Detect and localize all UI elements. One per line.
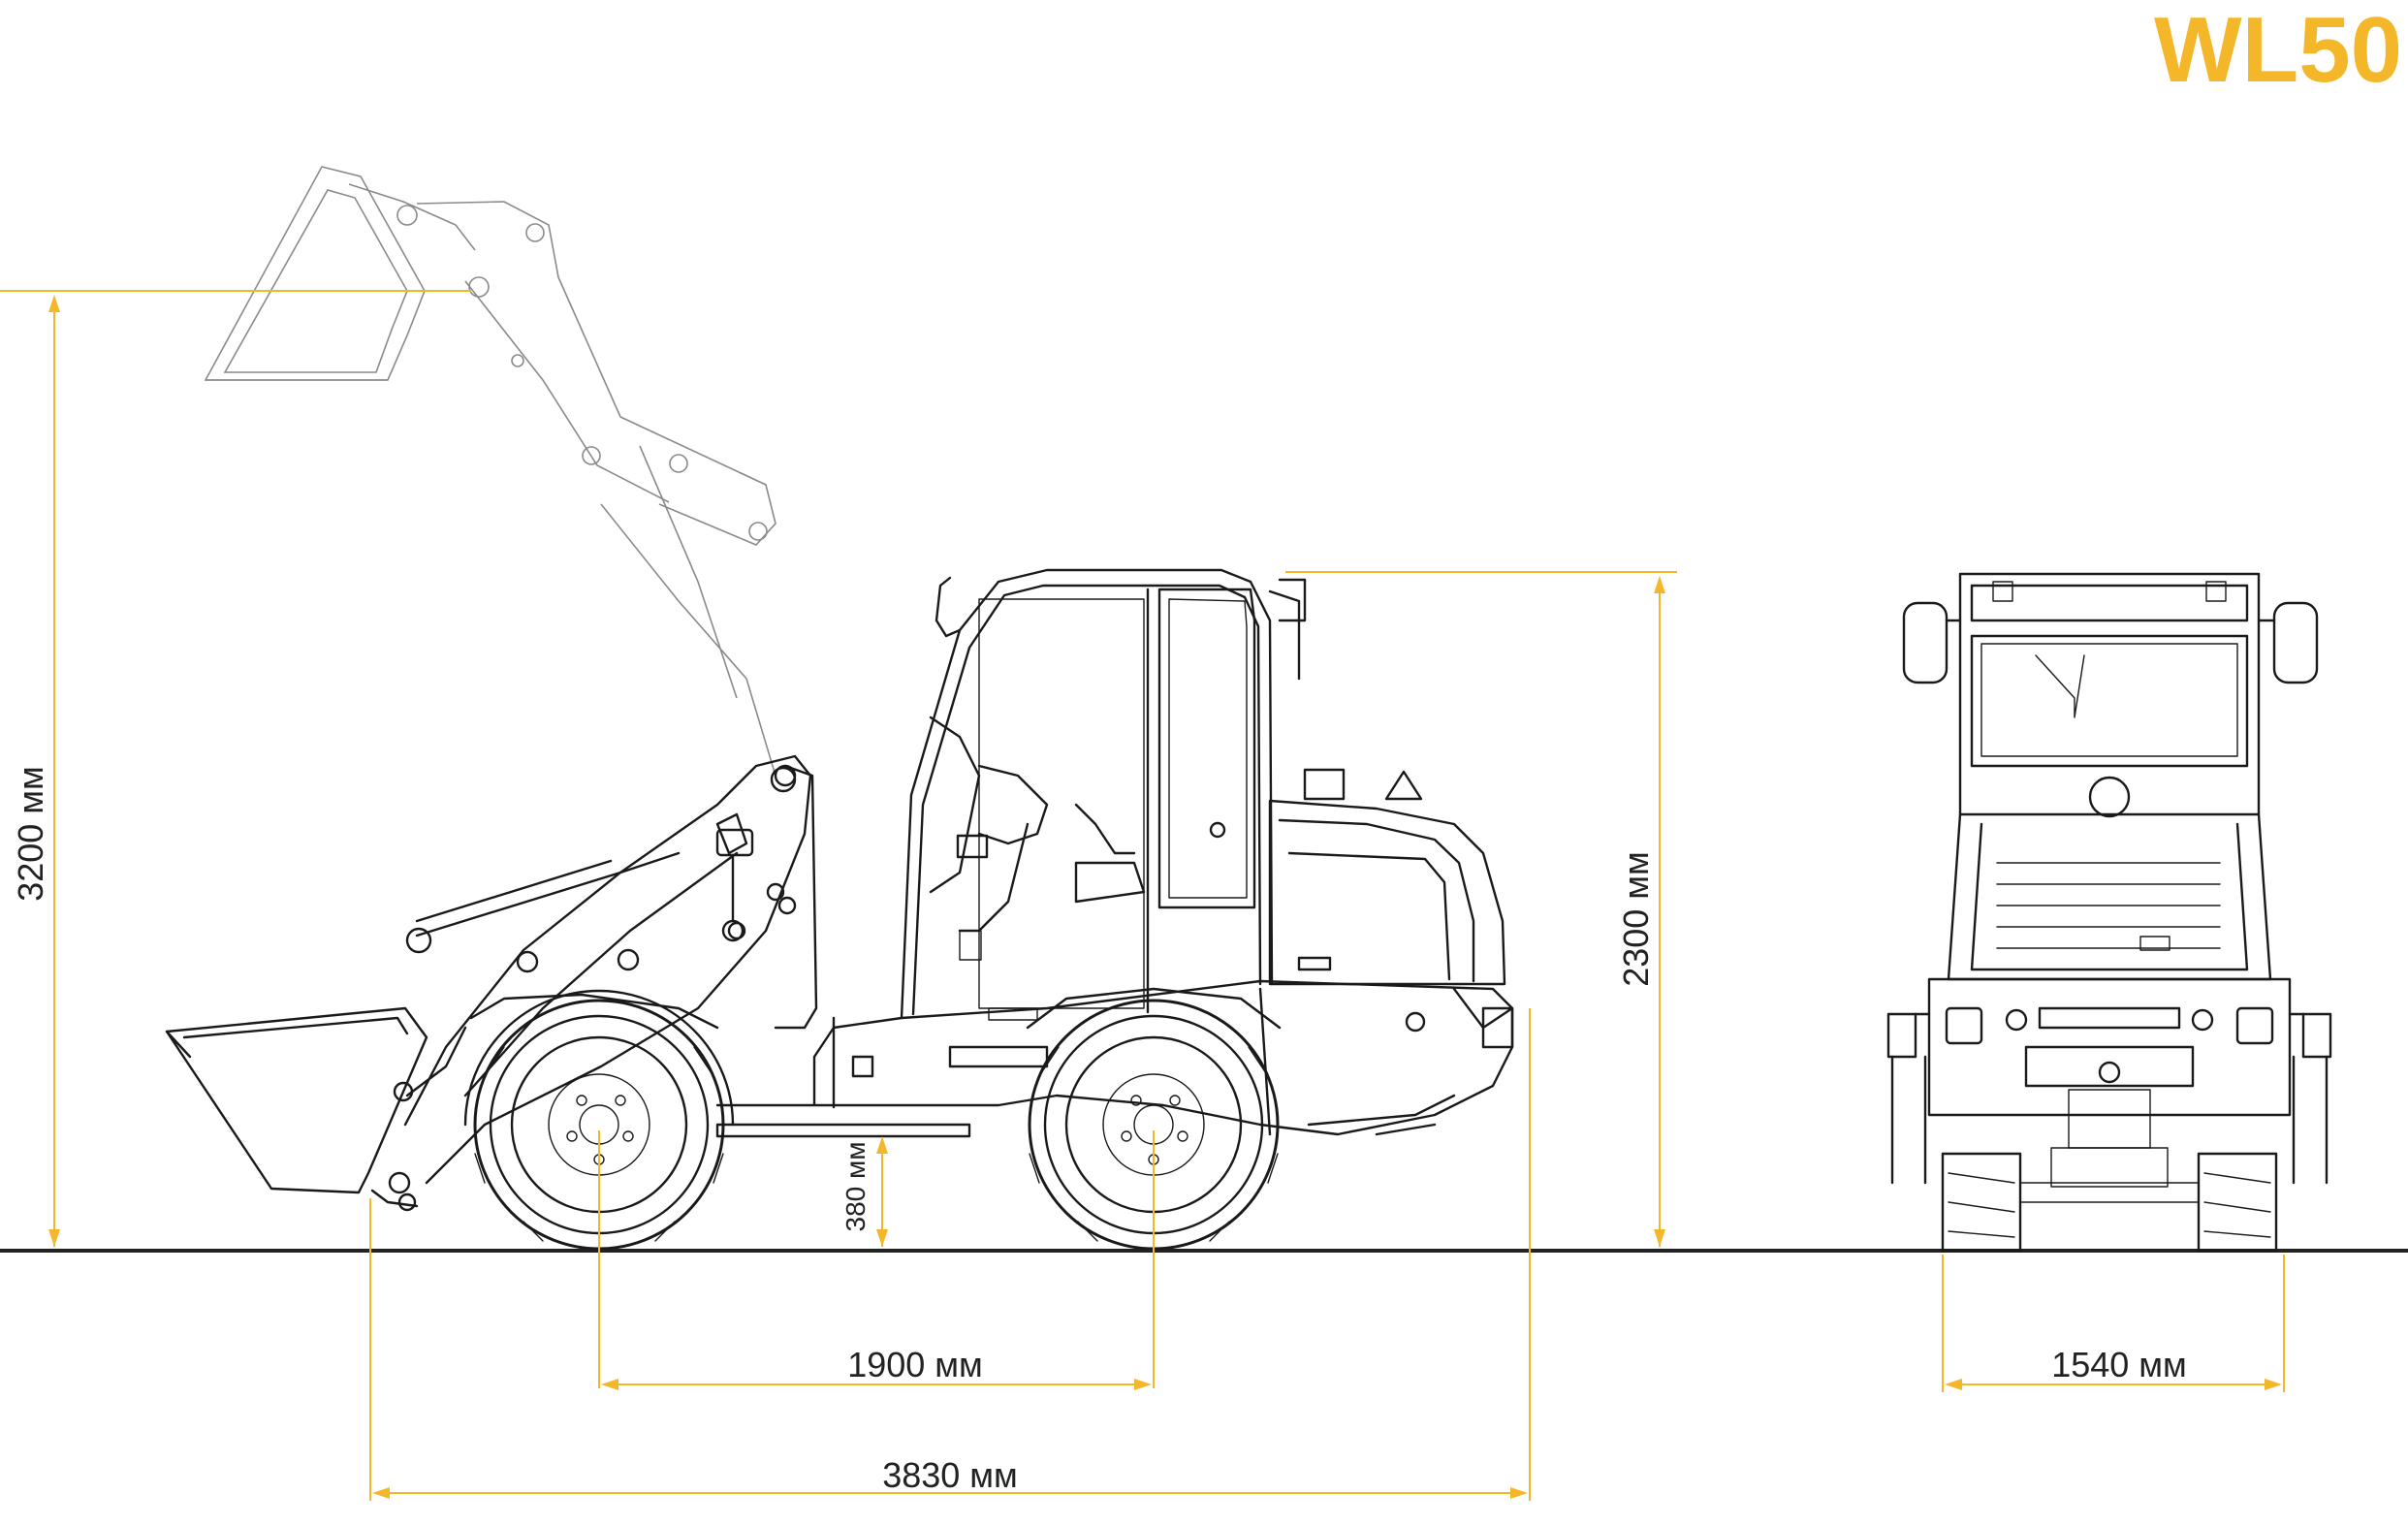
chassis	[715, 979, 1514, 1138]
dimension-lines	[0, 290, 2285, 1501]
loader-boom	[403, 754, 812, 1185]
dim-wheelbase-label: 1900 мм	[847, 1345, 983, 1384]
raised-bucket	[204, 166, 476, 381]
dim-width-label: 1540 мм	[2051, 1345, 2187, 1384]
model-title: WL50	[2154, 0, 2402, 102]
loader-tower	[715, 764, 818, 1030]
dim-max-height-label: 3200 мм	[11, 766, 50, 902]
loader-bucket	[165, 1006, 467, 1212]
dim-ground-clearance-label: 380 мм	[840, 1142, 871, 1232]
raised-boom	[396, 201, 776, 777]
dim-cab-height-label: 2300 мм	[1616, 851, 1656, 987]
engine-hood	[1268, 768, 1506, 986]
side-view	[165, 166, 1514, 1251]
cab	[900, 568, 1307, 1021]
dim-overall-length-label: 3830 мм	[882, 1455, 1018, 1495]
front-view	[1886, 572, 2332, 1253]
